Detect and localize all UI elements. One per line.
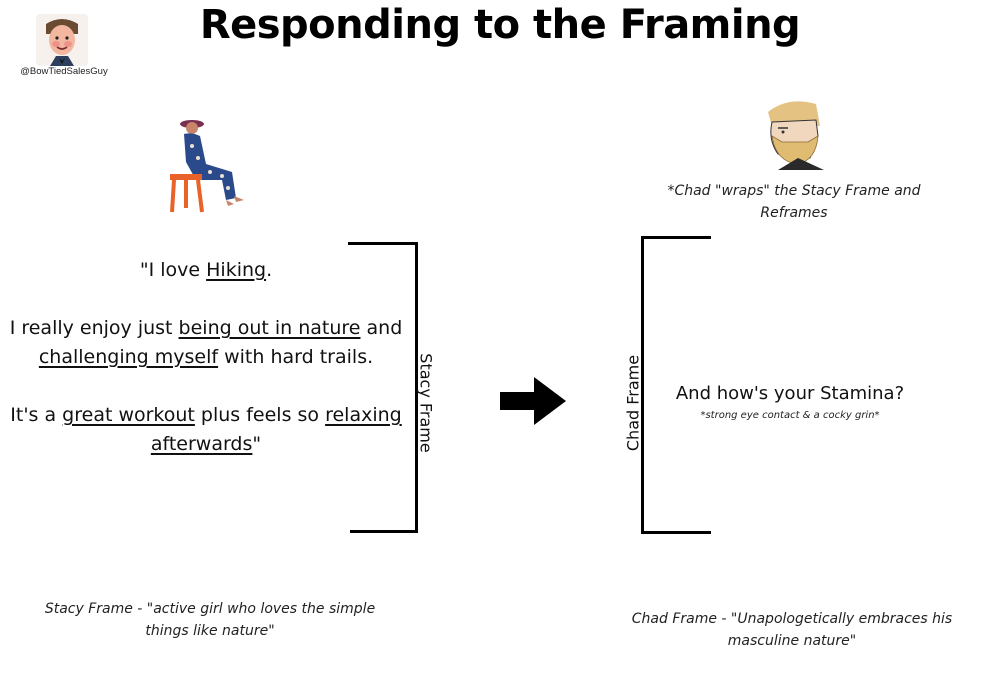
quote-line-3: It's a great workout plus feels so relax… (0, 401, 412, 459)
right-arrow-icon (500, 377, 566, 425)
quote-text: I really enjoy just (9, 317, 179, 339)
stacy-frame-caption: Stacy Frame - "active girl who loves the… (44, 601, 376, 639)
quote-text: . (266, 259, 273, 281)
bearded-chad-face-icon (768, 101, 824, 170)
stacy-frame-label: Stacy Frame (416, 353, 436, 453)
quote-text: " (252, 433, 262, 455)
quote-line-1: "I love Hiking. (0, 256, 412, 285)
chad-bracket-side (641, 236, 644, 534)
cartoon-man-avatar-icon (36, 14, 88, 66)
quote-text: with hard trails. (218, 346, 374, 368)
quote-line-2: I really enjoy just being out in nature … (0, 314, 412, 372)
quote-text: plus feels so (194, 404, 326, 426)
chad-bracket-bottom (641, 531, 711, 534)
seated-woman-illustration-icon (170, 120, 244, 213)
quote-text: It's a (10, 404, 63, 426)
author-handle: @BowTiedSalesGuy (20, 66, 108, 77)
chad-action-note: *strong eye contact & a cocky grin* (700, 410, 880, 421)
stacy-bracket-top (348, 242, 418, 245)
quote-emphasis: relaxing afterwards (150, 404, 402, 455)
chad-bracket-top (641, 236, 711, 239)
stacy-bracket-side (415, 242, 418, 533)
quote-text: and (360, 317, 403, 339)
quote-emphasis: great workout (62, 404, 195, 426)
stacy-quote: "I love Hiking. I really enjoy just bein… (0, 256, 412, 459)
chad-frame-label: Chad Frame (623, 354, 643, 452)
chad-wraps-note: *Chad "wraps" the Stacy Frame and Refram… (667, 183, 921, 221)
chad-frame-caption: Chad Frame - "Unapologetically embraces … (631, 611, 953, 649)
quote-emphasis: being out in nature (178, 317, 361, 339)
quote-emphasis: Hiking (206, 259, 267, 281)
chad-response: And how's your Stamina? (675, 383, 905, 404)
quote-text: "I love (139, 259, 207, 281)
quote-emphasis: challenging myself (38, 346, 219, 368)
stacy-bracket-bottom (350, 530, 418, 533)
page-title: Responding to the Framing (199, 2, 801, 48)
